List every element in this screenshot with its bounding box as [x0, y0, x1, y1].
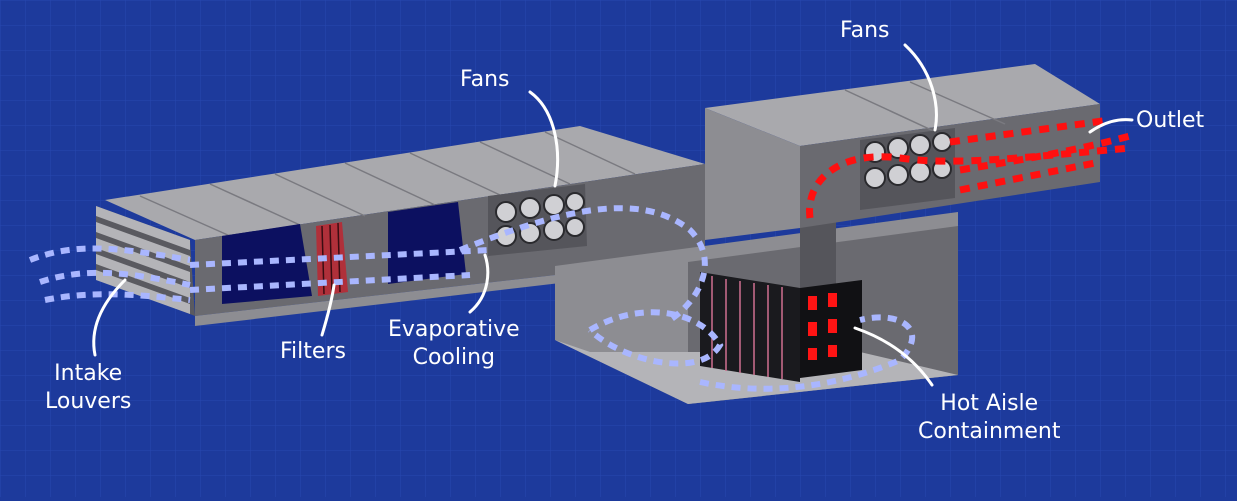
server-rack-icon [700, 272, 862, 382]
filter-panels [222, 202, 466, 304]
leader-hot-aisle [853, 326, 934, 387]
filters-label: Filters [280, 339, 346, 364]
exhaust-duct-side [705, 108, 800, 240]
evaporative-cooling-label-line2: Cooling [412, 345, 496, 370]
leader-outlet [1088, 118, 1134, 134]
intake-louvers-label: Intake Louvers [45, 360, 131, 416]
cool-airflow [28, 205, 916, 392]
fan-bank-right [860, 128, 955, 210]
leader-lines [92, 43, 1134, 387]
data-hall [555, 212, 958, 404]
hot-aisle-containment-label-line2: Containment [918, 419, 1061, 444]
leader-fans-right [903, 43, 938, 132]
intake-louvers-label-line1: Intake [54, 361, 123, 386]
fans-left-label: Fans [460, 67, 510, 92]
intake-louvers-label-line2: Louvers [45, 389, 132, 414]
hot-aisle-containment-label-line1: Hot Aisle [940, 391, 1039, 416]
evaporative-cooling-label-line1: Evaporative [388, 317, 520, 342]
hot-aisle-containment-label: Hot Aisle Containment [918, 390, 1060, 446]
outlet-label: Outlet [1136, 108, 1205, 133]
fan-icon [864, 132, 952, 189]
exhaust-shaft [800, 222, 836, 294]
intake-louvers [96, 206, 195, 316]
leader-fans-left [528, 90, 560, 188]
intake-duct-roof [105, 126, 705, 240]
leader-evaporative [468, 253, 490, 314]
exhaust-duct-roof [705, 64, 1100, 146]
fans-right-label: Fans [840, 18, 890, 43]
leader-filters [320, 283, 336, 337]
leader-intake [92, 278, 127, 357]
hot-airflow [806, 116, 1131, 219]
evaporative-cooling-label: Evaporative Cooling [388, 316, 520, 372]
